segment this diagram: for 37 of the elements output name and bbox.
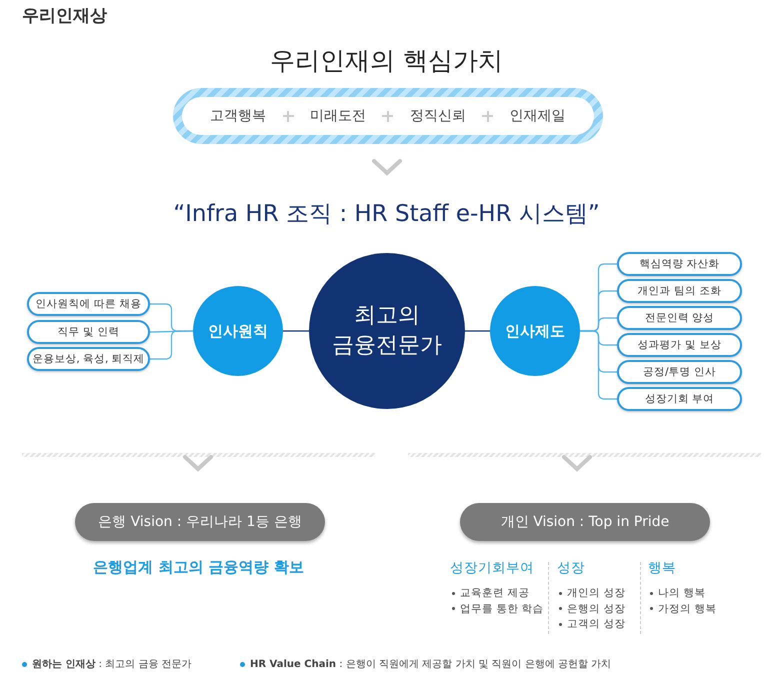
connector-line (283, 330, 309, 332)
item-pill: 성과평가 및 보상 (617, 333, 742, 357)
category-circle: 인사원칙 (193, 286, 283, 376)
item-pill: 운용보상, 육성, 퇴직제 (27, 347, 150, 371)
connector-line (150, 330, 193, 360)
list-item: 개인의 성장 (567, 586, 626, 600)
list-item: 은행의 성장 (567, 602, 626, 616)
list-item: 가정의 행복 (658, 602, 716, 616)
category-circle: 인사제도 (490, 286, 580, 376)
list-item: 나의 행복 (658, 586, 706, 600)
center-circle: 최고의 금융전문가 (309, 253, 465, 409)
list-item: 고객의 성장 (567, 617, 626, 631)
list-item: 교육훈련 제공 (460, 586, 530, 600)
value-text: 인재제일 (510, 107, 566, 125)
footnote: 원하는 인재상 : 최고의 금융 전문가 (32, 658, 192, 671)
column-heading: 행복 (648, 559, 677, 577)
main-title: 우리인재의 핵심가치 (269, 45, 504, 77)
value-text: 정직신뢰 (410, 107, 466, 125)
list-item: 업무를 통한 학습 (460, 602, 544, 616)
section-heading: 우리인재상 (22, 5, 108, 27)
vision-pill: 개인 Vision : Top in Pride (460, 503, 710, 541)
footnote: HR Value Chain : 은행이 직원에게 제공할 가치 및 직원이 은행에 공헌할 가치 (250, 658, 612, 671)
item-pill: 핵심역량 자산화 (617, 252, 742, 276)
connector-line (465, 330, 490, 332)
column-heading: 성장기회부여 (450, 559, 535, 577)
value-text: 미래도전 (310, 107, 366, 125)
item-pill: 공정/투명 인사 (617, 360, 742, 384)
item-pill: 직무 및 인력 (27, 320, 150, 344)
item-pill: 전문인력 양성 (617, 306, 742, 330)
connector-line (580, 330, 617, 400)
goal-text: 은행업계 최고의 금융역량 확보 (92, 558, 305, 577)
item-pill: 인사원칙에 따른 채용 (27, 292, 150, 316)
value-text: 고객행복 (210, 107, 266, 125)
vision-pill: 은행 Vision : 우리나라 1등 은행 (75, 503, 325, 541)
quote-heading: “Infra HR 조직 : HR Staff e-HR 시스템” (172, 200, 601, 229)
item-pill: 개인과 팀의 조화 (617, 279, 742, 303)
item-pill: 성장기회 부여 (617, 387, 742, 411)
